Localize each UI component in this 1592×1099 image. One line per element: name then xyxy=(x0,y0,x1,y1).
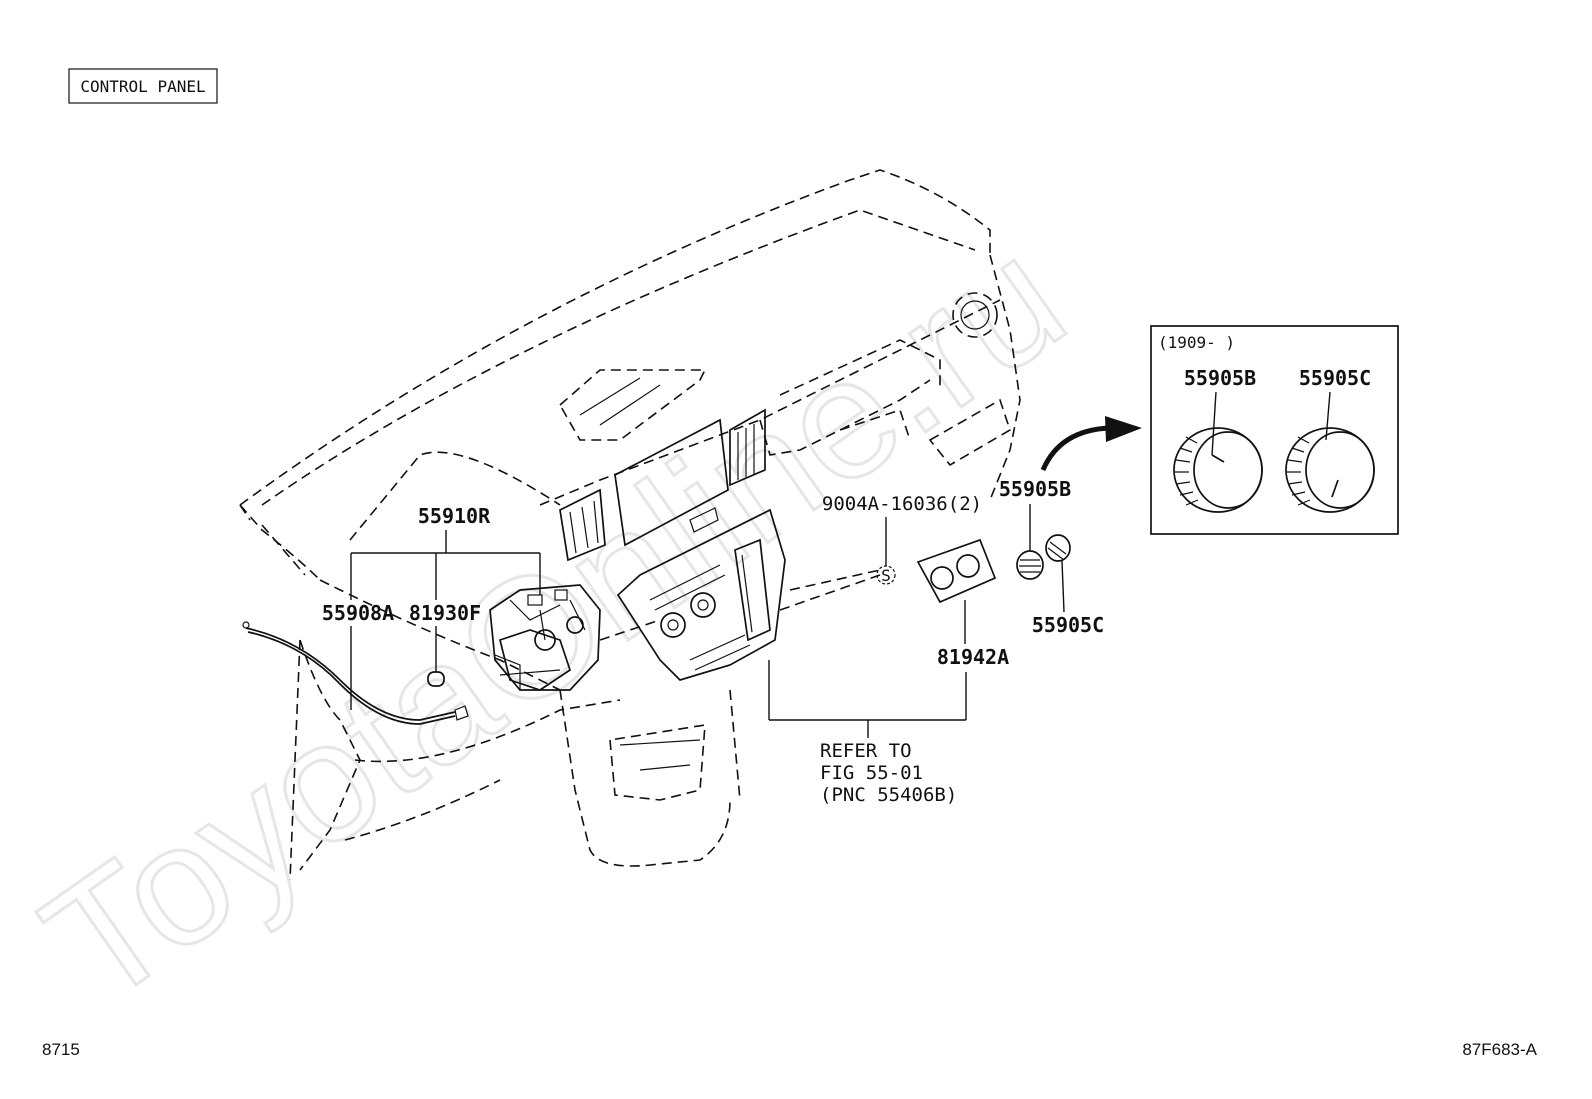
label-81930F: 81930F xyxy=(409,601,481,625)
part-labels: 55910R 55908A 81930F 9004A-16036(2) 5590… xyxy=(322,477,1104,806)
inset-box: (1909- ) 55905B 55905C xyxy=(1150,325,1399,535)
watermark: ToyotaOnline.ru xyxy=(12,202,1096,1041)
refer-line-3: (PNC 55406B) xyxy=(820,784,957,806)
label-55908A: 55908A xyxy=(322,601,394,625)
knob-55905C-small xyxy=(1045,534,1071,562)
refer-line-2: FIG 55-01 xyxy=(820,762,923,784)
inset-knob-55905C xyxy=(1285,427,1375,513)
refer-line-1: REFER TO xyxy=(820,740,912,762)
label-55905C: 55905C xyxy=(1032,613,1104,637)
footer-left-code: 8715 xyxy=(42,1040,80,1059)
inset-label-55905C: 55905C xyxy=(1299,366,1371,390)
footer-right-code: 87F683-A xyxy=(1462,1040,1537,1059)
diagram-title: CONTROL PANEL xyxy=(80,77,205,96)
inset-knob-55905B xyxy=(1173,427,1263,513)
dashboard-outline xyxy=(239,169,1021,881)
label-55910R: 55910R xyxy=(418,504,491,528)
label-81942A: 81942A xyxy=(937,645,1009,669)
title-box xyxy=(68,68,218,104)
inset-label-55905B: 55905B xyxy=(1184,366,1256,390)
screw-symbol-label: S xyxy=(881,566,891,585)
heater-control-unit xyxy=(489,584,601,691)
knob-55905B-small xyxy=(1016,550,1044,580)
control-cable xyxy=(242,621,469,725)
label-9004A-16036: 9004A-16036(2) xyxy=(822,493,982,515)
arrow-to-inset xyxy=(1040,416,1142,472)
label-55905B: 55905B xyxy=(999,477,1071,501)
knob-plate-81942A xyxy=(916,538,997,604)
inset-date-range: (1909- ) xyxy=(1158,333,1235,352)
